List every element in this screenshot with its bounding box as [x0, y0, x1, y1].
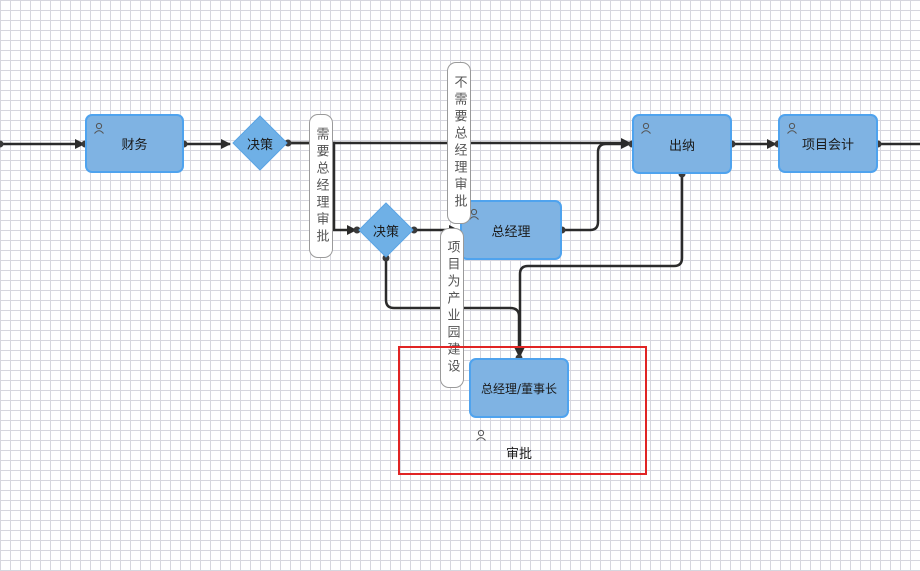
user-icon: [476, 429, 486, 441]
task-label: 项目会计: [801, 138, 854, 153]
task-general-manager[interactable]: 总经理: [460, 200, 562, 260]
edge-gm-cashier[interactable]: [562, 139, 631, 232]
diamond-shape: [358, 202, 414, 258]
selection-box[interactable]: [398, 346, 647, 475]
task-label: 出纳: [668, 138, 695, 154]
task-label: 总经理/董事长: [480, 381, 558, 396]
decision-gateway-1[interactable]: 决策: [232, 115, 288, 171]
decision-gateway-2[interactable]: 决策: [358, 202, 414, 258]
edge-cashier-chairman[interactable]: [515, 175, 684, 357]
edge-label-no-gm-approval[interactable]: 不需要总经理审批: [447, 62, 471, 224]
user-icon: [469, 208, 479, 220]
task-finance[interactable]: 财务: [85, 114, 184, 173]
user-icon: [641, 122, 651, 134]
task-project-accountant[interactable]: 项目会计: [778, 114, 878, 173]
edge-label-industrial-park[interactable]: 项目为产业园建设: [440, 228, 464, 388]
edge-label-needs-gm-approval[interactable]: 需要总经理审批: [309, 114, 333, 258]
diamond-shape: [232, 115, 288, 171]
decision-label: 决策: [372, 224, 399, 240]
user-icon: [787, 122, 797, 134]
user-icon: [94, 122, 104, 134]
approval-label: 审批: [506, 447, 533, 462]
task-gm-chairman[interactable]: 总经理/董事长: [469, 358, 569, 418]
decision-label: 决策: [246, 137, 273, 153]
task-label: 财务: [121, 138, 148, 153]
task-cashier[interactable]: 出纳: [632, 114, 732, 174]
task-label: 总经理: [491, 224, 531, 240]
edge-decision1-decision2[interactable]: [288, 141, 357, 235]
